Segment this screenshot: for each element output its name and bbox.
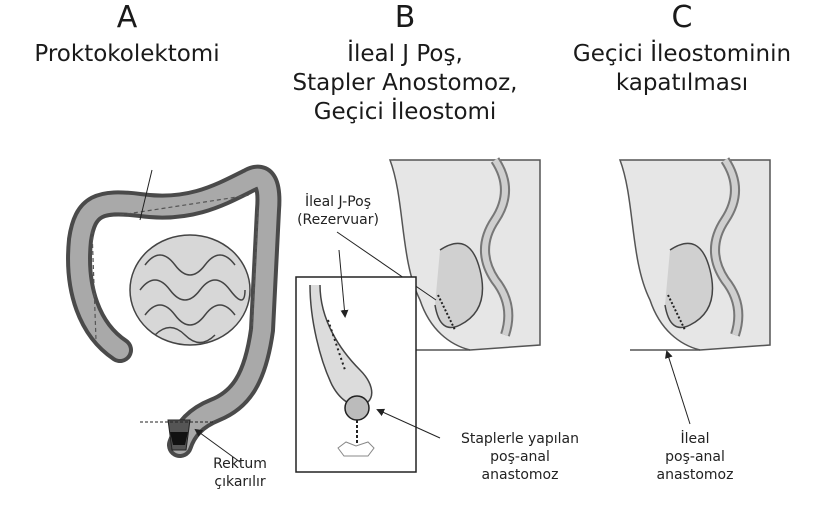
label-pouch-line-1: İleal J-Poş [288,193,388,211]
label-ileal-line-3: anastomoz [640,466,750,484]
pelvis-illustration-c [620,160,770,424]
label-stapler-line-1: Staplerle yapılan [445,430,595,448]
label-stapler: Staplerle yapılan poş-anal anastomoz [445,430,595,484]
label-pouch-line-2: (Rezervuar) [288,211,388,229]
colon-illustration [79,170,268,462]
label-rektum: Rektum çıkarılır [185,455,295,491]
label-rektum-line-1: Rektum [185,455,295,473]
label-ileal: İleal poş-anal anastomoz [640,430,750,484]
label-rektum-line-2: çıkarılır [185,473,295,491]
label-ileal-line-1: İleal [640,430,750,448]
label-pouch: İleal J-Poş (Rezervuar) [288,193,388,229]
small-intestine-illustration [130,235,250,345]
label-stapler-line-2: poş-anal [445,448,595,466]
label-stapler-line-3: anastomoz [445,466,595,484]
label-ileal-line-2: poş-anal [640,448,750,466]
